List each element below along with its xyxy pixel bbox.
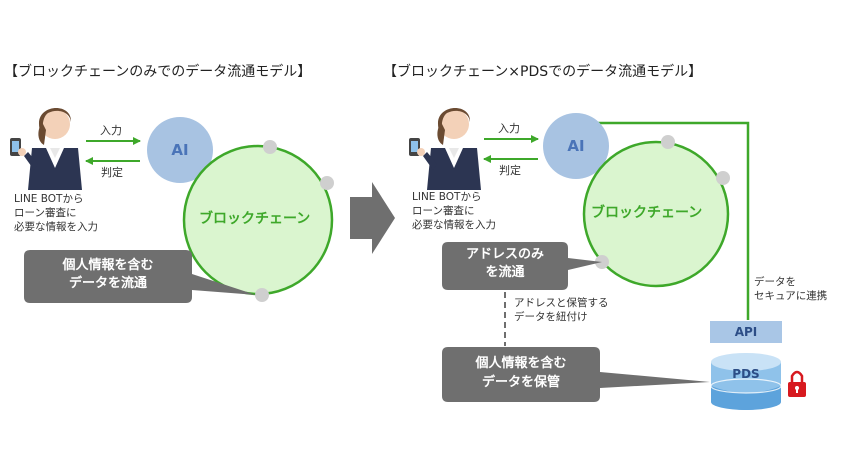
left-title: 【ブロックチェーンのみでのデータ流通モデル】 (4, 64, 312, 80)
blockchain-ring (582, 140, 730, 288)
ai-node (543, 113, 609, 179)
link-note-line: データを紐付け (514, 311, 588, 323)
right-title: 【ブロックチェーン×PDSでのデータ流通モデル】 (383, 64, 703, 80)
blockchain-node (661, 135, 675, 149)
blockchain-node (263, 140, 277, 154)
secure-note-line: セキュアに連携 (754, 290, 828, 302)
ai-label: AI (171, 141, 189, 159)
user-caption-line: ローン審査に (14, 207, 77, 219)
callout-box (442, 242, 602, 290)
blockchain-label: ブロックチェーン (199, 211, 311, 227)
user-caption-line: 必要な情報を入力 (14, 221, 98, 233)
lock-icon (788, 370, 806, 397)
callout-line: アドレスのみ (465, 247, 544, 262)
user-caption-line: LINE BOTから (14, 193, 84, 205)
api-label: API (734, 325, 758, 339)
api-box (710, 321, 782, 343)
callout-line: 個人情報を含む (62, 258, 154, 273)
secure-note-line: データを (754, 276, 796, 288)
callout-line: データを保管 (481, 375, 560, 390)
ai-pds-connector (598, 121, 750, 320)
input-label: 入力 (100, 124, 122, 137)
right-arrow-icon (350, 182, 395, 254)
user-caption-line: ローン審査に (412, 205, 475, 217)
input-label: 入力 (498, 122, 520, 135)
callout-box (442, 347, 710, 402)
user-caption-line: 必要な情報を入力 (412, 219, 496, 231)
blockchain-node (320, 176, 334, 190)
callout-line: 個人情報を含む (475, 356, 567, 371)
pds-label: PDS (732, 367, 760, 381)
judge-label: 判定 (101, 166, 123, 179)
callout-line: データを流通 (68, 276, 147, 291)
ai-node (147, 117, 213, 183)
ai-label: AI (567, 137, 585, 155)
blockchain-node (255, 288, 269, 302)
link-note-line: アドレスと保管する (514, 297, 609, 309)
callout-box (24, 250, 256, 303)
blockchain-label: ブロックチェーン (591, 205, 703, 221)
callout-line: を流通 (485, 265, 525, 280)
database-icon (710, 353, 782, 410)
businesswoman-with-phone-icon (409, 107, 481, 190)
judge-label: 判定 (499, 164, 521, 177)
businesswoman-with-phone-icon (10, 107, 82, 190)
blockchain-node (716, 171, 730, 185)
user-caption-line: LINE BOTから (412, 191, 482, 203)
